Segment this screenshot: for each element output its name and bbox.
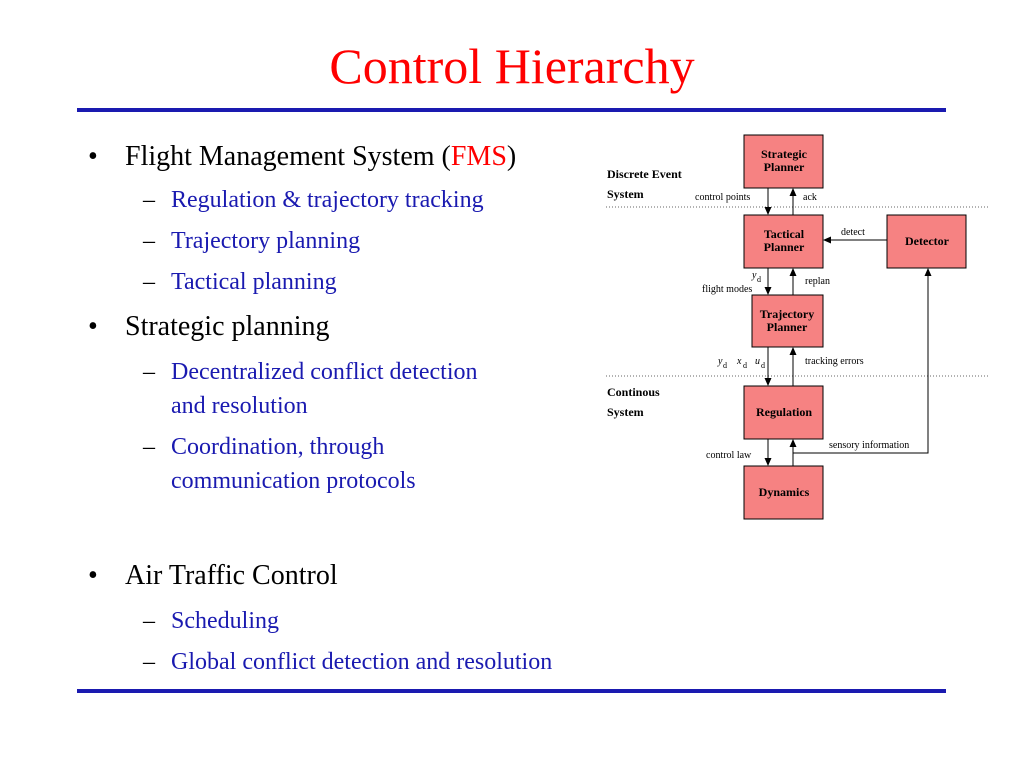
bottom-divider bbox=[77, 689, 946, 693]
label-replan: replan bbox=[805, 276, 830, 287]
dash-glyph: – bbox=[143, 228, 155, 254]
box-label: Dynamics bbox=[759, 485, 810, 499]
bullet-fms-text: Flight Management System (FMS) bbox=[125, 141, 517, 172]
sub-bullet-text: Scheduling bbox=[171, 608, 279, 634]
label-x: x bbox=[736, 356, 742, 367]
slide-title: Control Hierarchy bbox=[329, 38, 695, 94]
dash-glyph: – bbox=[143, 359, 155, 385]
top-divider bbox=[77, 108, 946, 112]
tactical-planner-box bbox=[743, 214, 824, 269]
sub-bullet-text: and resolution bbox=[171, 393, 308, 419]
sub-bullet-text: Regulation & trajectory tracking bbox=[171, 187, 484, 213]
bullet-strategic-text: Strategic planning bbox=[125, 311, 330, 342]
fms-abbreviation: FMS bbox=[450, 141, 507, 172]
label-ack: ack bbox=[803, 192, 817, 203]
sub-bullet-text: Trajectory planning bbox=[171, 228, 361, 254]
box-label: Detector bbox=[905, 234, 950, 248]
dash-glyph: – bbox=[143, 187, 155, 213]
sub-bullet-text: Coordination, through bbox=[171, 434, 385, 460]
box-label: Planner bbox=[767, 320, 808, 334]
bullet-glyph: • bbox=[88, 141, 98, 172]
label-control-points: control points bbox=[695, 192, 750, 203]
continuous-section-label: Continous bbox=[607, 385, 660, 399]
label-control-law: control law bbox=[706, 450, 752, 461]
strategic-planner-box bbox=[743, 134, 824, 189]
arrow-sensory-to-detector bbox=[792, 268, 932, 466]
box-label: Regulation bbox=[756, 405, 812, 419]
sub-bullet-text: Global conflict detection and resolution bbox=[171, 649, 553, 675]
dynamics-box bbox=[743, 465, 824, 520]
sub-bullet-text: Decentralized conflict detection bbox=[171, 359, 478, 385]
sub-bullet-text: communication protocols bbox=[171, 468, 416, 494]
trajectory-planner-box bbox=[751, 294, 824, 348]
label-sub-d: d bbox=[723, 361, 727, 370]
box-label: Trajectory bbox=[760, 307, 814, 321]
regulation-box bbox=[743, 385, 824, 440]
discrete-section-label: Discrete Event bbox=[607, 167, 682, 181]
dash-glyph: – bbox=[143, 649, 155, 675]
box-label: Planner bbox=[764, 240, 805, 254]
label-sensory-information: sensory information bbox=[829, 440, 909, 451]
label-flight-modes: flight modes bbox=[702, 284, 752, 295]
box-label: Strategic bbox=[761, 147, 808, 161]
label-sub-d: d bbox=[743, 361, 747, 370]
discrete-section-label: System bbox=[607, 187, 644, 201]
box-label: Tactical bbox=[764, 227, 805, 241]
bullet-glyph: • bbox=[88, 560, 98, 591]
dash-glyph: – bbox=[143, 269, 155, 295]
label-y: y bbox=[717, 356, 723, 367]
label-u: u bbox=[755, 356, 760, 367]
dash-glyph: – bbox=[143, 608, 155, 634]
label-y: y bbox=[751, 270, 757, 281]
continuous-section-label: System bbox=[607, 405, 644, 419]
box-label: Planner bbox=[764, 160, 805, 174]
sub-bullet-text: Tactical planning bbox=[171, 269, 337, 295]
dash-glyph: – bbox=[143, 434, 155, 460]
bullet-glyph: • bbox=[88, 311, 98, 342]
label-sub-d: d bbox=[761, 361, 765, 370]
bullet-atc-text: Air Traffic Control bbox=[125, 560, 338, 591]
label-detect: detect bbox=[841, 227, 865, 238]
bullet-list: • Flight Management System (FMS) – Regul… bbox=[88, 141, 553, 675]
label-tracking-errors: tracking errors bbox=[805, 356, 864, 367]
detector-box bbox=[886, 214, 967, 269]
label-sub-d: d bbox=[757, 275, 761, 284]
